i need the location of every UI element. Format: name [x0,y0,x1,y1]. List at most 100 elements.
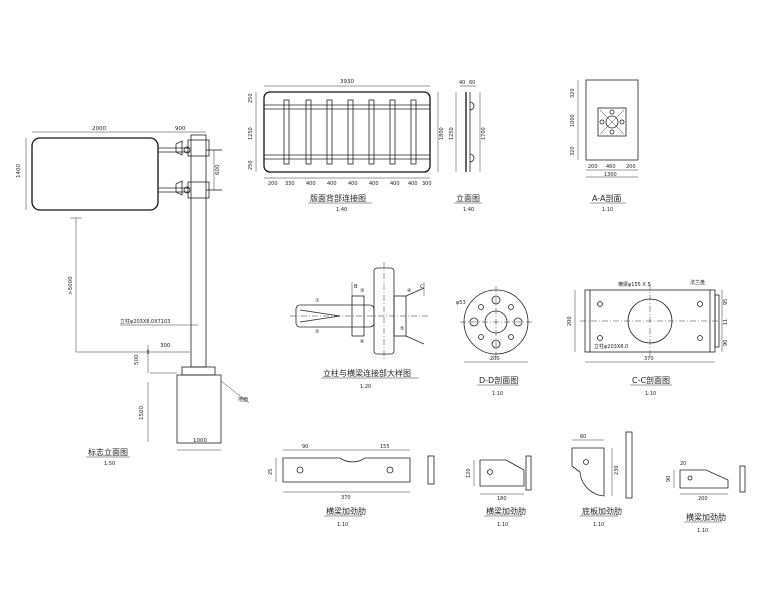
column [190,134,207,368]
base-rib-dim-width: 200 [698,496,708,502]
cc-dim-side-2: 90 [723,340,729,346]
dim-right: 1800 [439,127,445,140]
base-rib-dim-height: 90 [666,476,672,482]
foundation [176,374,222,444]
stiff-dim-height: 230 [614,465,620,475]
rib-dim-left: 90 [302,444,308,450]
title-cc: C-C剖面图 [632,375,670,385]
title-side: 立面图 [456,193,480,203]
aa-dim-left-0: 320 [570,88,576,98]
aa-dim-bottom-1: 460 [606,164,616,170]
dd-dim-hole: φ53 [456,300,466,306]
rib-dim-width: 370 [341,495,351,501]
marker-2: ② [315,329,320,335]
dim-top-offset: 300 [160,343,171,349]
col-rib: 120 180 横梁加劲肋 1:10 [466,455,532,528]
elevation-view: 2000 900 1400 600 >5000 1500 1000 300 50… [16,126,250,467]
joint-detail: ① ② ③ ④ ⑤ ⑥ B C 立柱与横梁连接部大样图 1:20 [290,262,430,390]
aa-dim-bottom-2: 200 [626,164,636,170]
dim-bottom-0: 200 [268,181,278,187]
dim-bottom-4: 400 [348,181,358,187]
dim-foundation-width: 1000 [193,438,207,444]
dim-clearance: >5000 [68,276,74,295]
note-column: 立柱φ203X8.0X7103 [120,318,170,325]
scale-elevation: 1:50 [104,461,115,467]
cc-dim-side-1: 11 [723,319,729,325]
stiff-dim-top: 60 [580,434,586,440]
dim-side-height: 1250 [449,127,455,140]
title-dd: D-D剖面图 [479,375,518,385]
title-joint: 立柱与横梁连接部大样图 [323,368,411,378]
section-mark-c: C [420,284,424,290]
dim-panel-total: 3930 [340,79,354,85]
cc-dim-width: 370 [644,356,654,362]
dim-left-1: 1250 [248,127,254,140]
dd-dim-width: 200 [490,356,500,362]
cc-dim-height: 200 [567,316,573,326]
marker-3: ③ [360,288,364,294]
scale-cc: 1:10 [645,391,656,397]
section-dd: φ53 200 D-D剖面图 1:10 [456,286,532,397]
aa-dim-left-1: 1000 [570,114,576,127]
col-rib-outline [479,459,525,487]
dim-bottom-7: 400 [408,181,418,187]
aa-dim-total: 1300 [604,172,617,178]
dim-bottom-1: 330 [285,181,295,187]
dim-side-height2: 1700 [481,127,487,140]
stiffener: 60 230 底板加劲肋 1:10 [571,431,633,528]
dim-side-top-1: 60 [469,80,475,86]
dim-left-0: 250 [248,93,254,103]
aa-plate [585,79,639,161]
base-rib: 20 90 200 横梁加劲肋 1:10 [666,461,746,534]
rib-plate: 90 155 370 25 横梁加劲肋 1:10 [268,444,435,528]
cc-dim-side-0: 95 [723,299,729,305]
dim-panel-width: 2000 [92,126,106,132]
dim-bottom-6: 400 [390,181,400,187]
section-cc: 法兰盘 横梁φ155 X 5 立柱φ203X8.0 370 200 95 11 … [567,279,729,397]
stiffener-outline [571,447,605,497]
title-aa: A-A剖面 [592,193,621,203]
dim-foundation-depth: 1500 [139,406,145,420]
marker-1: ① [315,298,320,304]
panel-back-outline [263,91,431,173]
dim-bottom-8: 300 [422,181,432,187]
base-rib-outline [679,469,729,489]
dim-arm-spacing: 600 [215,164,221,175]
aa-dim-bottom-0: 200 [588,164,598,170]
title-rib-plate: 横梁加劲肋 [326,506,366,516]
side-view: 40 60 1250 1700 立面图 1:40 [449,80,487,213]
scale-rib-plate: 1:10 [337,522,348,528]
cc-note-rib: 横梁φ155 X 5 [618,281,651,288]
scale-dd: 1:10 [492,391,503,397]
rib-dim-right: 155 [380,444,390,450]
dim-side-a: 500 [134,354,140,365]
scale-joint: 1:20 [360,384,371,390]
note-ground: 地面 [238,396,248,403]
dim-left-2: 250 [248,160,254,170]
scale-base-rib: 1:10 [697,528,708,534]
title-base-rib: 横梁加劲肋 [686,512,726,522]
col-rib-dim-width: 180 [497,496,507,502]
title-elevation: 标志立面图 [88,447,128,457]
cc-note-flange: 法兰盘 [690,279,705,286]
sign-panel [31,137,159,211]
rib-plate-outline [282,457,411,483]
scale-side: 1:40 [463,207,474,213]
scale-panel-back: 1:40 [336,207,347,213]
dim-arm-length: 900 [175,126,186,132]
marker-6: ⑥ [360,339,365,345]
title-stiffener: 底板加劲肋 [582,506,622,516]
scale-col-rib: 1:10 [497,522,508,528]
rib-dim-height: 25 [268,469,274,475]
panel-stiffeners [283,99,417,165]
dim-bottom-5: 400 [369,181,379,187]
scale-aa: 1:10 [602,207,613,213]
dim-bottom-3: 400 [327,181,337,187]
dim-side-b: 3 [146,350,150,356]
scale-stiffener: 1:10 [593,522,604,528]
aa-dim-left-2: 320 [570,146,576,156]
cc-note-bolt: 立柱φ203X8.0 [594,343,628,350]
dim-panel-height: 1400 [16,164,22,178]
dim-bottom-2: 400 [306,181,316,187]
